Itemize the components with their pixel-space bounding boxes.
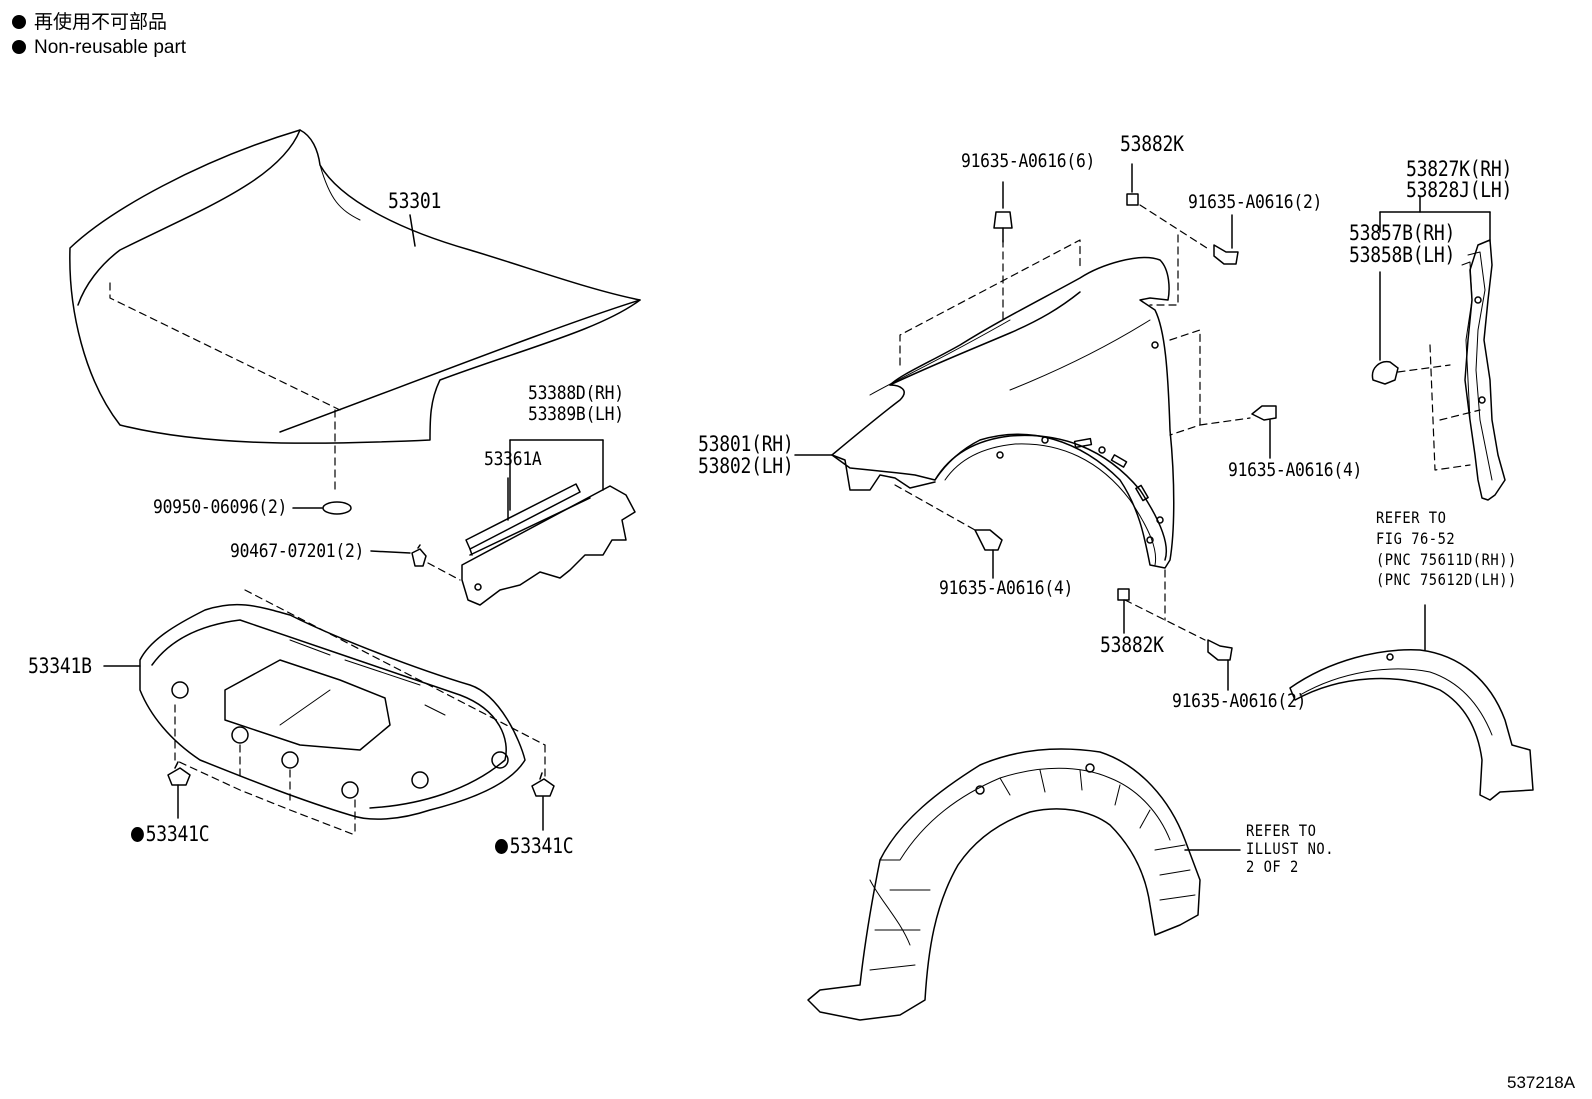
label-bracket-lh[interactable]: 53828J(LH) <box>1406 178 1513 202</box>
fender-liner-part[interactable] <box>807 748 1201 1021</box>
hood-seal-bracket-leader <box>509 439 604 511</box>
ref-fig-line2: FIG 76-52 <box>1376 529 1456 548</box>
label-clip-right-text: 53341C <box>509 834 574 858</box>
bolt-bottom-dash <box>894 484 976 531</box>
bolt-bottom-part[interactable] <box>974 529 1003 551</box>
label-hood[interactable]: 53301 <box>388 189 442 213</box>
ref-illust-line2: ILLUST NO. <box>1246 839 1335 858</box>
ref-fig-line1: REFER TO <box>1376 508 1447 527</box>
hood-seal-center-part[interactable] <box>465 483 581 556</box>
clip-top-leader <box>370 550 411 554</box>
bolt-mid-dash <box>1199 417 1251 426</box>
label-nut-bottom[interactable]: 53882K <box>1100 633 1164 657</box>
ref-fig-line3: (PNC 75611D(RH)) <box>1376 550 1517 569</box>
label-fender-lh[interactable]: 53802(LH) <box>698 454 794 478</box>
fender-part[interactable] <box>831 256 1175 569</box>
ref-illust-line3: 2 OF 2 <box>1246 857 1299 876</box>
non-reusable-dot-icon <box>495 839 508 854</box>
ref-illust-line1: REFER TO <box>1246 821 1317 840</box>
insulator-dash-bottom <box>174 704 356 836</box>
label-insulator[interactable]: 53341B <box>28 654 92 678</box>
legend-dot-icon <box>12 40 26 54</box>
non-reusable-dot-icon <box>131 827 144 842</box>
clip-top-dash <box>427 562 461 581</box>
nut-bottom-dash <box>1124 569 1206 641</box>
bracket-dash <box>1397 344 1481 471</box>
label-hood-seal-rh[interactable]: 53388D(RH) <box>528 382 624 404</box>
fender-dash-top <box>899 239 1081 366</box>
hood-leader <box>409 214 416 247</box>
label-hood-seal-lh[interactable]: 53389B(LH) <box>528 403 624 425</box>
bolt-top-part[interactable] <box>993 211 1013 243</box>
label-bolt-bottom-right[interactable]: 91635-A0616(2) <box>1172 690 1307 712</box>
label-seal-lh[interactable]: 53858B(LH) <box>1349 243 1456 267</box>
label-clip-left-text: 53341C <box>145 822 210 846</box>
label-bolt-bottom[interactable]: 91635-A0616(4) <box>939 577 1074 599</box>
fender-dash-right <box>1169 329 1201 436</box>
hood-insulator-part[interactable] <box>139 603 526 820</box>
nut-bottom-part[interactable] <box>1117 588 1130 601</box>
label-clip-top[interactable]: 90467-07201(2) <box>230 540 365 562</box>
legend-jp-text: 再使用不可部品 <box>34 12 168 33</box>
bolt-top-right-part[interactable] <box>1213 244 1239 265</box>
label-bolt-top[interactable]: 91635-A0616(6) <box>961 150 1096 172</box>
label-clip-right[interactable]: 53341C <box>495 834 574 858</box>
label-bolt-top-right[interactable]: 91635-A0616(2) <box>1188 191 1323 213</box>
label-bracket-rh[interactable]: 53827K(RH) <box>1406 157 1513 181</box>
fender-dash-tr <box>1149 234 1179 306</box>
label-nut-top[interactable]: 53882K <box>1120 132 1184 156</box>
bracket-leader <box>1379 211 1491 241</box>
legend-jp: 再使用不可部品 <box>12 12 167 34</box>
legend-en-text: Non-reusable part <box>34 37 187 58</box>
nut-top-part[interactable] <box>1126 193 1139 206</box>
hood-part[interactable] <box>69 129 641 444</box>
legend-en: Non-reusable part <box>12 37 186 59</box>
label-hood-seal-center[interactable]: 53361A <box>484 448 542 470</box>
label-bolt-mid-right[interactable]: 91635-A0616(4) <box>1228 459 1363 481</box>
label-seal-rh[interactable]: 53857B(RH) <box>1349 221 1456 245</box>
clip-top-part[interactable] <box>411 544 427 567</box>
bracket-seal-part[interactable] <box>1371 360 1399 385</box>
insulator-dash-drop <box>239 744 356 836</box>
bolt-mid-right-part[interactable] <box>1251 405 1277 421</box>
clip-right-part[interactable] <box>531 772 555 797</box>
wheel-arch-molding-part[interactable] <box>1289 649 1534 801</box>
ref-fig-line4: (PNC 75612D(LH)) <box>1376 570 1517 589</box>
label-fender-rh[interactable]: 53801(RH) <box>698 432 794 456</box>
diagram-reference: 537218A <box>1507 1073 1576 1092</box>
label-hood-cushion[interactable]: 90950-06096(2) <box>153 496 288 518</box>
label-clip-left[interactable]: 53341C <box>131 822 210 846</box>
fender-bracket-part[interactable] <box>1461 239 1506 501</box>
hood-seal-side-part[interactable] <box>461 485 636 606</box>
clip-left-part[interactable] <box>167 761 191 786</box>
insulator-dash-top <box>244 589 546 746</box>
hood-cushion-part[interactable] <box>322 501 352 515</box>
nut-top-dash <box>1139 204 1211 251</box>
legend-dot-icon <box>12 15 26 29</box>
bolt-bottom-right-part[interactable] <box>1207 639 1233 661</box>
